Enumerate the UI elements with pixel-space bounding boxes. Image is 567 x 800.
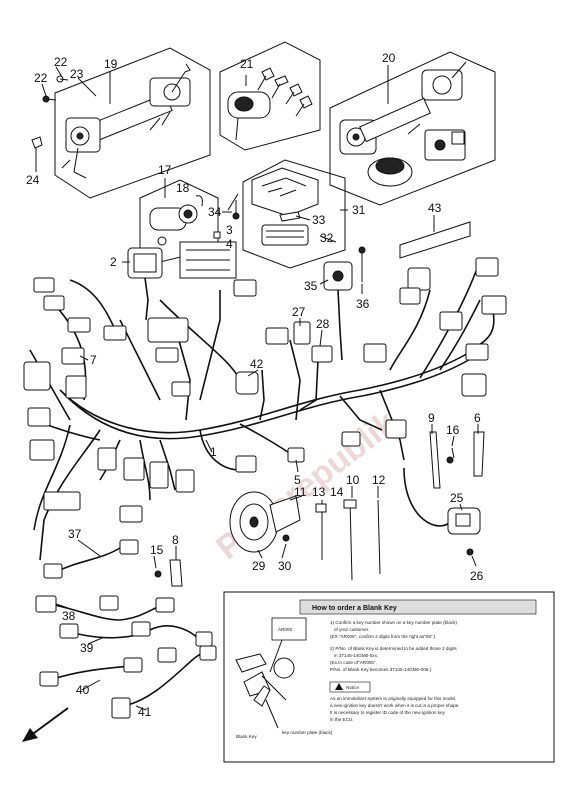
screw-part [31,75,69,149]
front-arrow-icon [22,707,69,742]
clamp-parts [403,431,485,556]
plate-code: AR005 [278,627,292,632]
panel-lock-set [329,51,496,206]
nut-part [154,570,162,578]
tape-part [399,221,471,259]
callout-30: 30 [278,559,292,573]
callout-7: 7 [90,353,97,367]
ignition-switch-part [61,63,191,179]
callout-39: 39 [80,641,94,655]
callout-43: 43 [428,201,442,215]
instruction-line-7: P/No. of Blank Key becomes 37145-14GM0-0… [330,667,432,672]
callout-35: 35 [304,279,318,293]
callout-32: 32 [320,231,334,245]
callout-26: 26 [470,569,484,583]
callout-27: 27 [292,305,306,319]
callout-2: 2 [110,255,117,269]
callout-22: 22 [54,55,68,69]
leader-lines [35,65,479,711]
harness-connectors [23,257,507,523]
callout-21: 21 [240,57,254,71]
callout-13: 13 [312,485,326,499]
callout-12: 12 [372,473,386,487]
instruction-line-3: (EX."AR005", confirm 2 digits from the r… [330,634,436,639]
callout-18: 18 [176,181,190,195]
callout-16: 16 [446,423,460,437]
panel-key-set [219,41,321,151]
callout-9: 9 [428,411,435,425]
blank-key-instructions: How to order a Blank Key 1) Confirm a ke… [223,591,555,763]
callout-29: 29 [252,559,266,573]
callout-41: 41 [138,705,152,719]
callout-34: 34 [208,205,222,219]
callout-31: 31 [352,203,366,217]
notice-line-1: As an immobilizer system is originally e… [330,696,456,701]
blank-key-label: Blank Key [236,734,257,739]
callout-25: 25 [450,491,464,505]
callout-14: 14 [330,485,344,499]
sensor-part [323,246,366,361]
callout-numbers: 22 22 23 19 24 21 20 17 18 34 3 4 33 31 … [26,51,484,719]
callout-5: 5 [294,473,301,487]
warning-icon [335,683,343,690]
sub-harnesses [35,539,217,719]
callout-11: 11 [294,485,307,499]
callout-22: 22 [34,71,48,85]
plate-part [169,559,183,587]
callout-24: 24 [26,173,40,187]
callout-33: 33 [312,213,326,227]
instruction-line-1: 1) Confirm a key number shown on a key n… [330,620,457,625]
callout-6: 6 [474,411,481,425]
cable-ties [315,499,381,581]
callout-1: 1 [210,445,217,459]
callout-37: 37 [68,527,82,541]
callout-28: 28 [316,317,330,331]
notice-title: Notice [346,685,359,690]
notice-line-2: a new ignition key doesn't work when it … [330,703,460,708]
instruction-line-2: of your customer. [334,627,369,632]
panel-relay-box [242,159,346,269]
callout-36: 36 [356,297,370,311]
callout-4: 4 [226,237,233,251]
callout-38: 38 [62,609,76,623]
callout-3: 3 [226,223,233,237]
coupler-part [127,241,237,321]
instructions-title: How to order a Blank Key [312,605,397,612]
callout-15: 15 [150,543,164,557]
instruction-line-5: in 37145-14GM0-0xx. [334,653,378,658]
instruction-line-4: 2) P/No. of Blank Key is determined to b… [330,646,457,651]
notice-line-3: It is necessary to register ID code of t… [330,710,446,715]
notice-line-4: in the ECU. [330,717,354,722]
callout-42: 42 [250,357,264,371]
callout-17: 17 [158,163,172,177]
key-illustration: AR005 Blank Key key number plate (black) [235,617,333,739]
callout-23: 23 [70,67,84,81]
callout-8: 8 [172,533,179,547]
callout-10: 10 [346,473,360,487]
horn-part [229,491,301,553]
instruction-line-6: (Ex.In case of"AR005", [330,660,377,665]
callout-40: 40 [76,683,90,697]
callout-20: 20 [382,51,396,65]
callout-19: 19 [104,57,118,71]
plate-label: key number plate (black) [282,730,333,735]
panel-ignition-switch-set [31,47,211,199]
